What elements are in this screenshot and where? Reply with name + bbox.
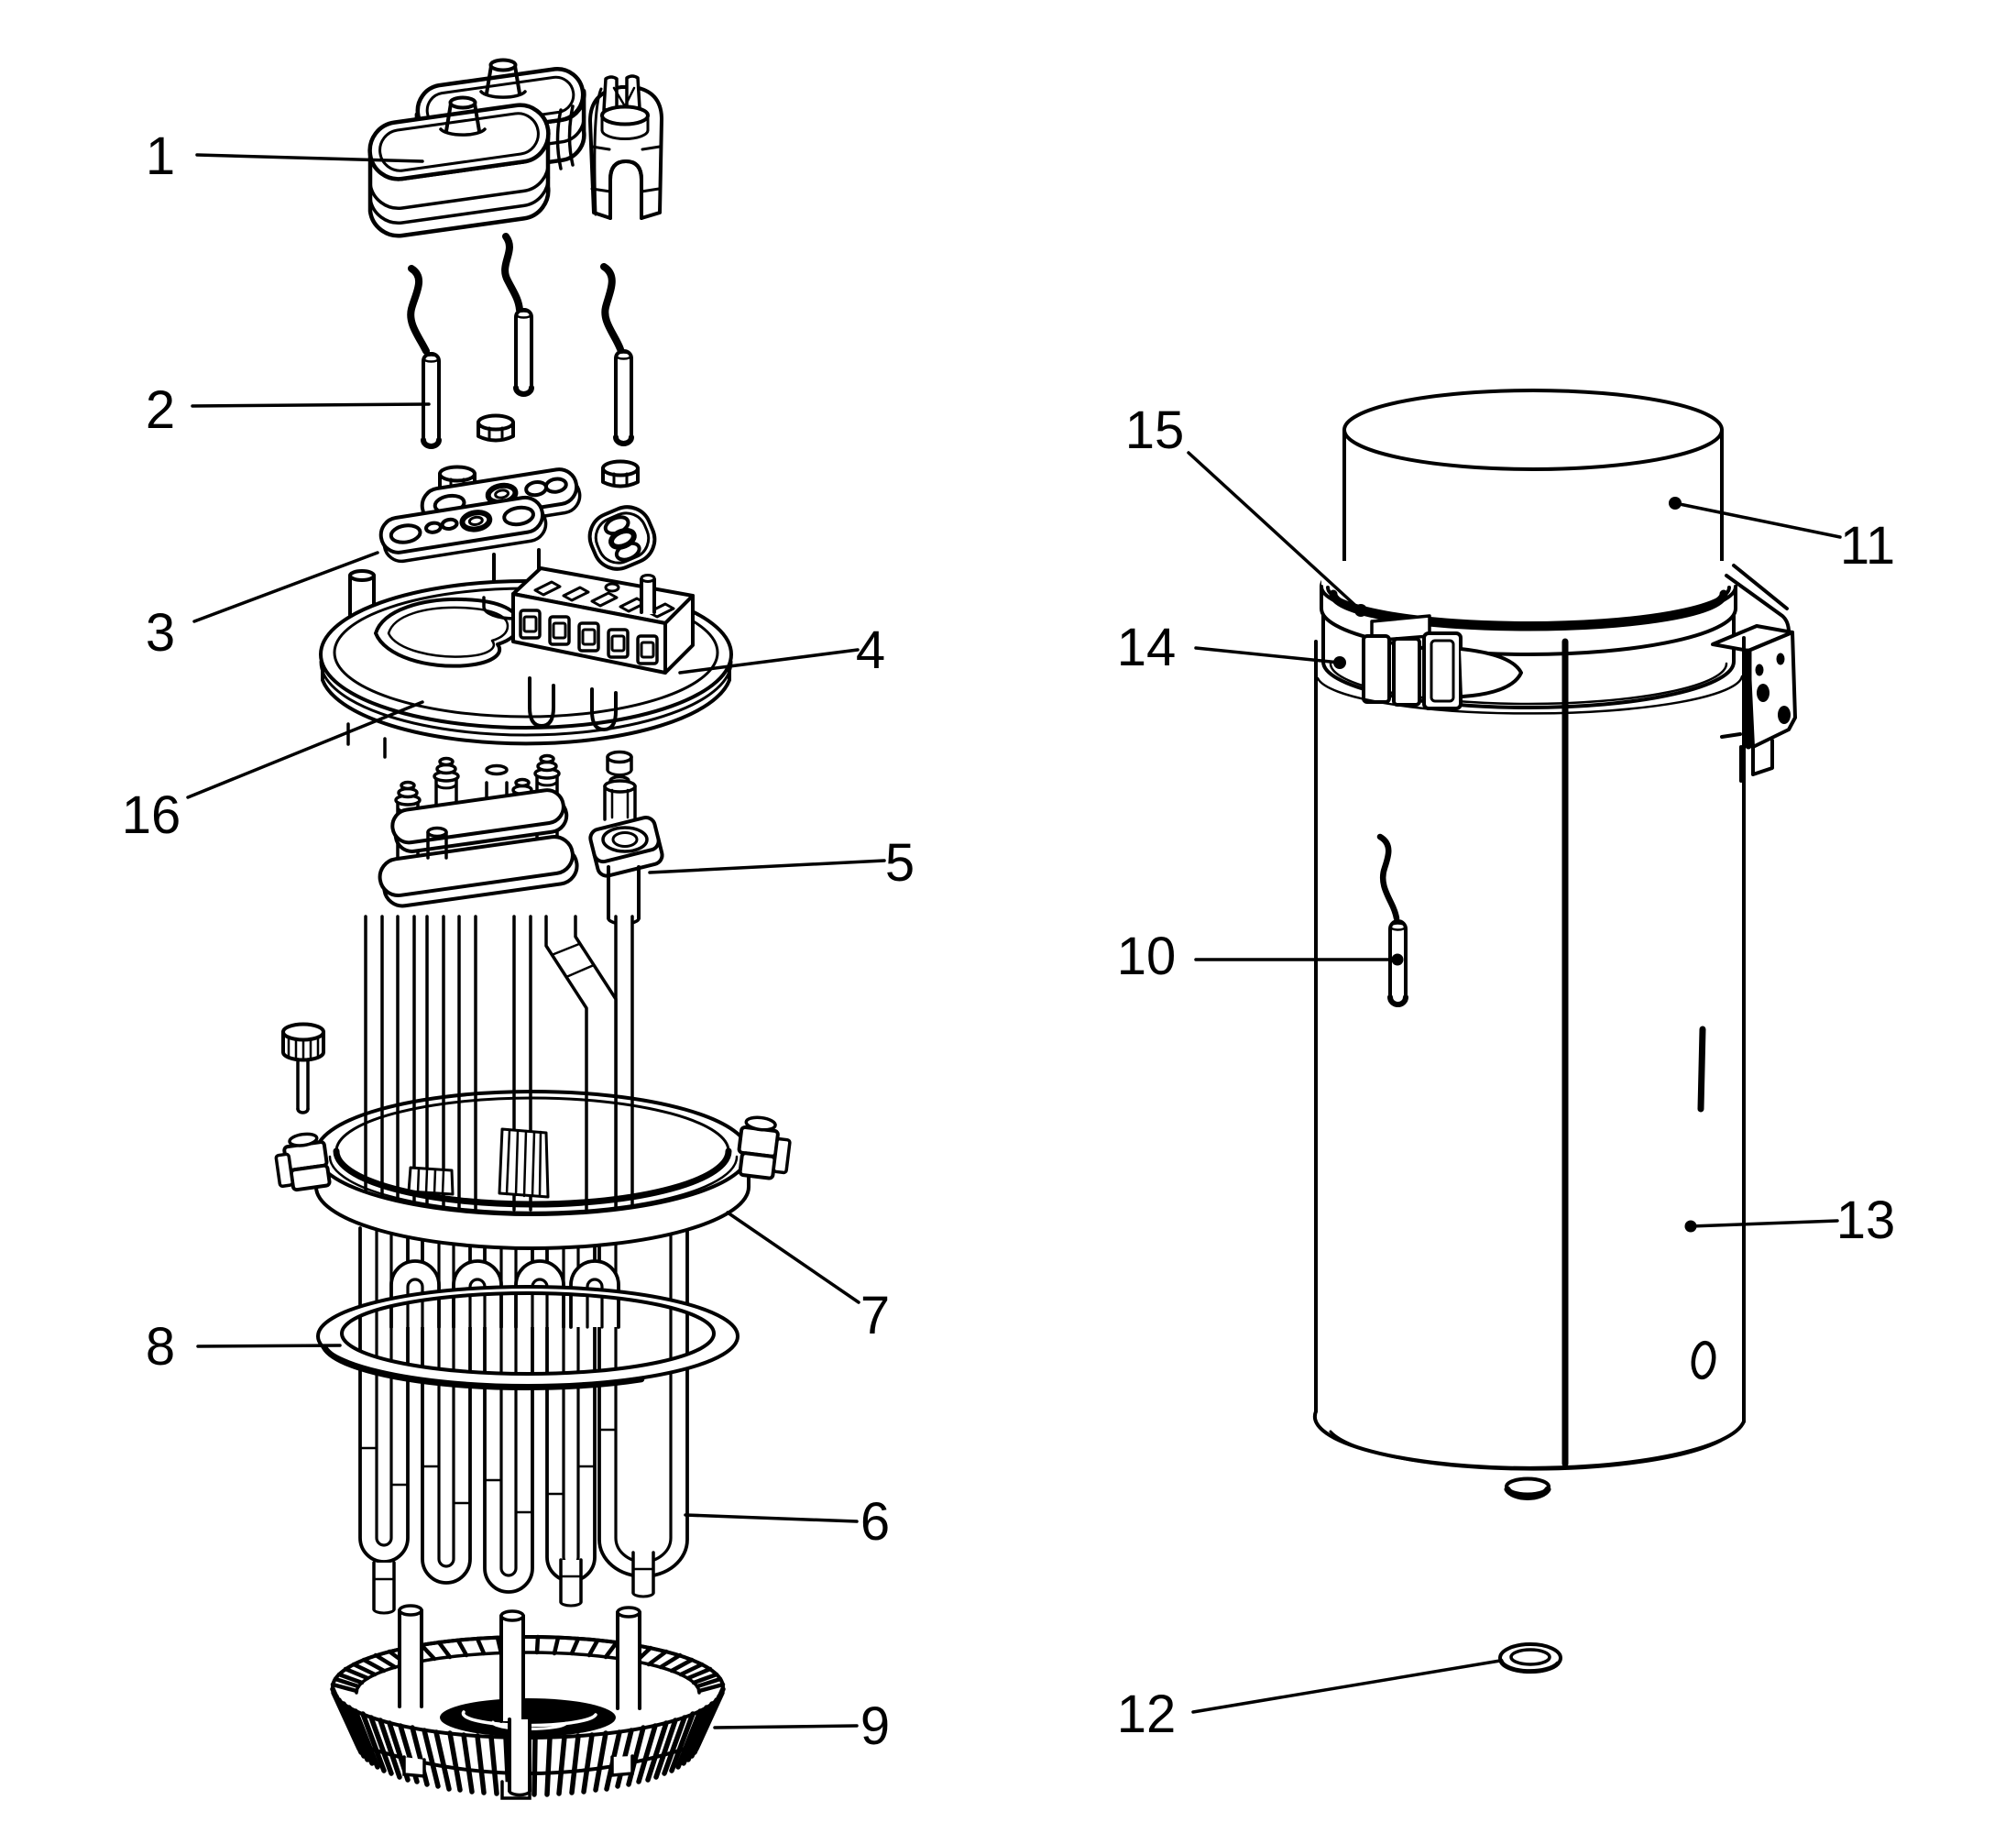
- svg-text:1: 1: [146, 126, 175, 186]
- svg-text:16: 16: [122, 785, 181, 845]
- svg-text:12: 12: [1117, 1685, 1177, 1744]
- svg-text:7: 7: [860, 1286, 890, 1345]
- svg-text:6: 6: [860, 1492, 890, 1552]
- svg-text:13: 13: [1836, 1191, 1896, 1250]
- svg-text:4: 4: [856, 620, 885, 680]
- svg-text:11: 11: [1840, 516, 1895, 576]
- svg-text:9: 9: [860, 1696, 890, 1756]
- svg-text:15: 15: [1125, 401, 1185, 460]
- svg-text:3: 3: [146, 603, 175, 663]
- svg-text:8: 8: [146, 1317, 175, 1377]
- svg-text:14: 14: [1117, 618, 1177, 677]
- svg-text:5: 5: [885, 833, 915, 893]
- svg-text:10: 10: [1117, 927, 1177, 986]
- svg-text:2: 2: [146, 380, 175, 440]
